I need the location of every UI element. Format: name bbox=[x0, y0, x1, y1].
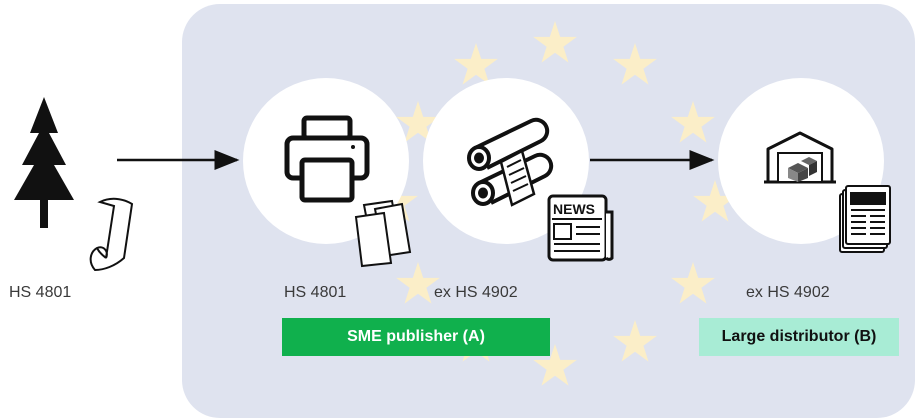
stacked-newspaper-icon bbox=[839, 185, 891, 253]
tree-icon bbox=[14, 97, 74, 228]
newspaper-masthead: NEWS bbox=[553, 201, 595, 217]
large-distributor-label: Large distributor (B) bbox=[699, 318, 899, 356]
paper-scroll-icon bbox=[89, 197, 134, 272]
distributor-hs-code: ex HS 4902 bbox=[746, 284, 830, 301]
printer-icon bbox=[284, 115, 370, 203]
publisher-output-hs-code: ex HS 4902 bbox=[434, 284, 518, 301]
sme-publisher-label: SME publisher (A) bbox=[282, 318, 550, 356]
newspaper-icon: NEWS bbox=[547, 194, 614, 262]
warehouse-icon bbox=[764, 131, 836, 184]
left-hs-code: HS 4801 bbox=[9, 284, 72, 301]
paper-rolls-icon bbox=[467, 117, 554, 207]
paper-sheets-icon bbox=[354, 199, 412, 268]
publisher-input-hs-code: HS 4801 bbox=[284, 284, 347, 301]
